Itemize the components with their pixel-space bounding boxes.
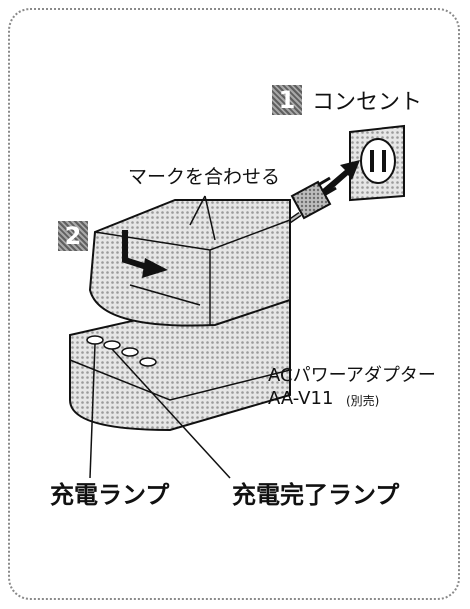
charge-complete-lamp-label: 充電完了ランプ xyxy=(232,481,400,509)
step-1-badge: 1 xyxy=(272,85,302,115)
lamp-leaders xyxy=(89,343,231,479)
outlet-label: コンセント xyxy=(312,90,423,115)
charger-base xyxy=(69,299,291,432)
wall-outlet-icon xyxy=(349,124,405,202)
step-2-badge: 2 xyxy=(58,221,88,251)
adapter-name-label: ACパワーアダプター xyxy=(268,365,436,386)
align-mark-leaders xyxy=(189,195,216,241)
battery-pack xyxy=(88,199,291,327)
sold-separately-label: (別売) xyxy=(346,394,380,408)
charge-lamp-label: 充電ランプ xyxy=(50,481,170,509)
diagram-frame xyxy=(8,8,460,600)
align-marks-label: マークを合わせる xyxy=(128,166,281,188)
model-label: AA-V11 xyxy=(268,388,334,409)
slide-arrow-icon xyxy=(122,230,168,278)
insert-arrow-icon xyxy=(318,160,360,198)
